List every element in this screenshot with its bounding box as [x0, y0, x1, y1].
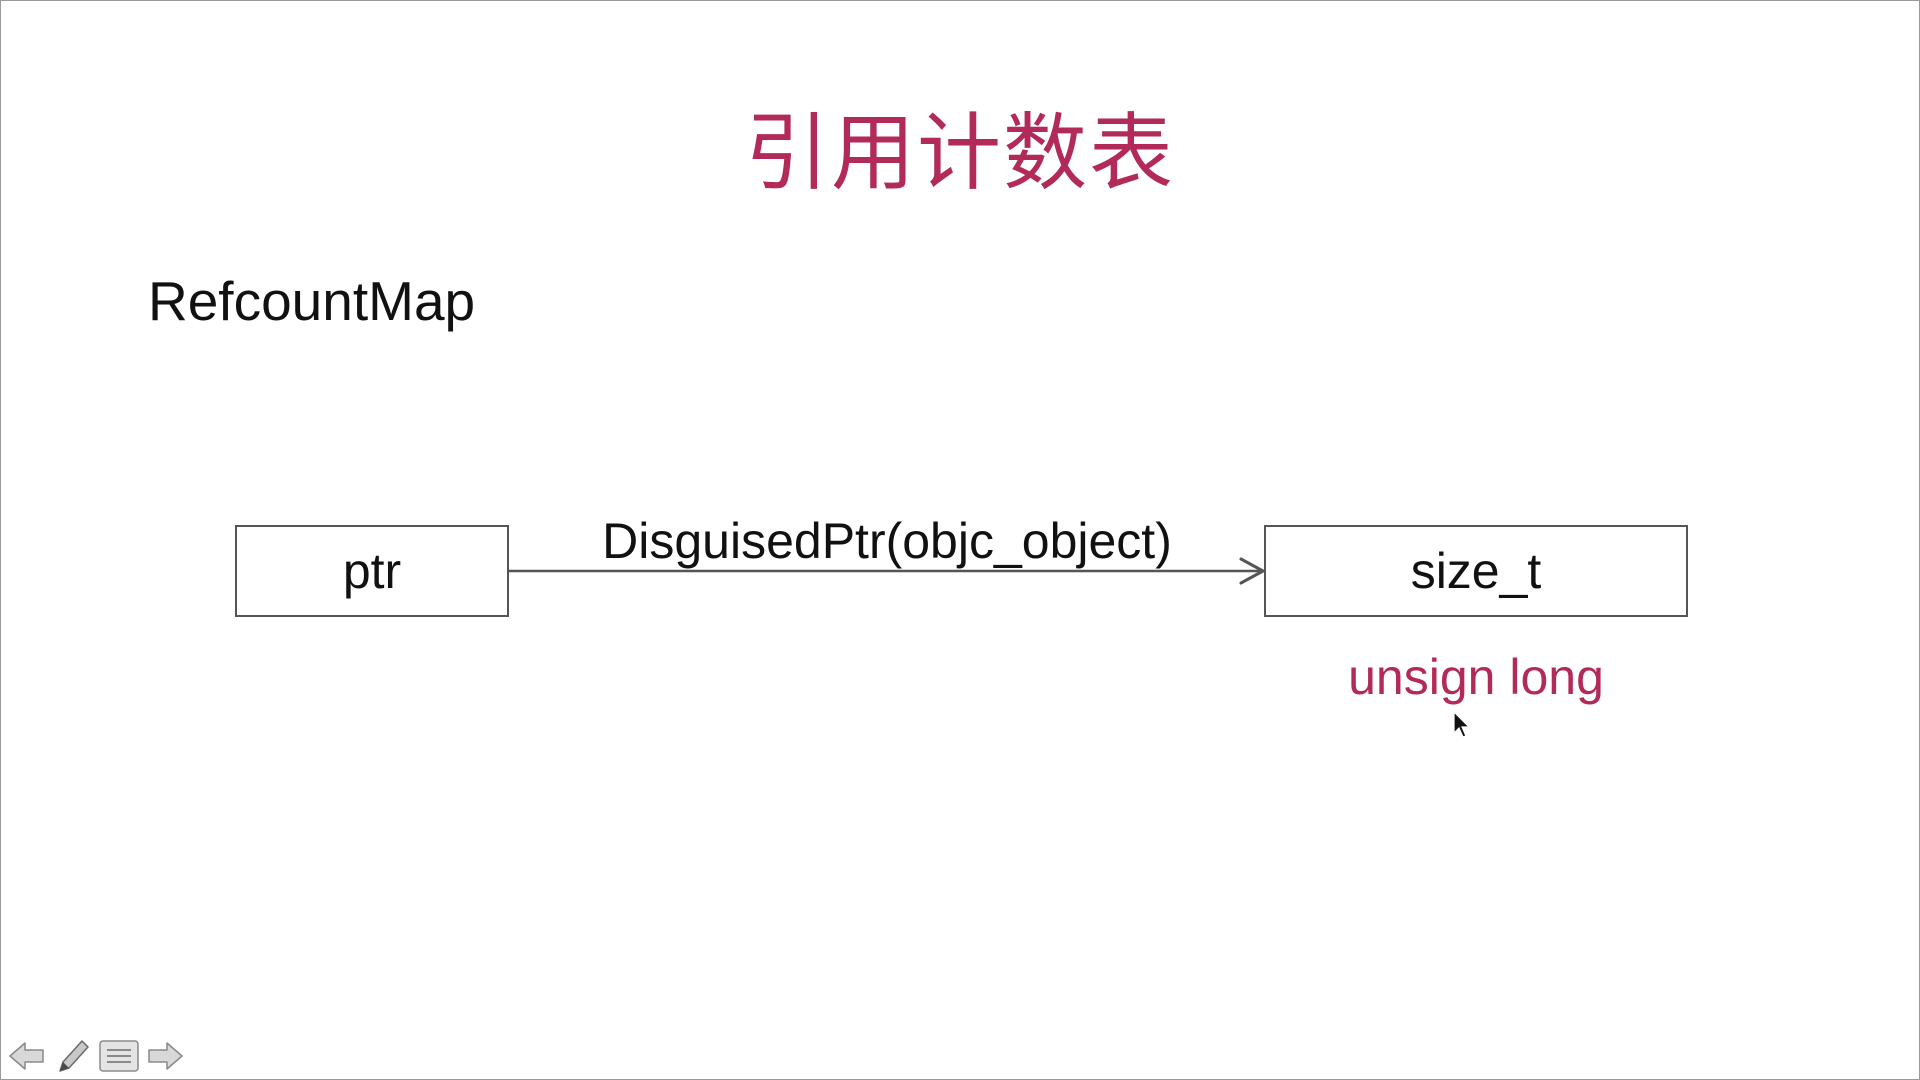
slide-title: 引用计数表 — [744, 104, 1175, 202]
slide-subtitle: RefcountMap — [148, 270, 476, 332]
size-t-box: size_t — [1264, 525, 1688, 617]
next-slide-button[interactable] — [145, 1037, 185, 1075]
menu-icon — [99, 1040, 139, 1072]
mapping-arrow — [507, 557, 1265, 585]
ptr-box: ptr — [235, 525, 509, 617]
slide-controls — [7, 1037, 185, 1075]
type-annotation: unsign long — [1348, 649, 1604, 705]
pen-icon — [59, 1040, 89, 1072]
ptr-box-label: ptr — [342, 543, 402, 599]
pen-tool-button[interactable] — [53, 1037, 93, 1075]
prev-slide-button[interactable] — [7, 1037, 47, 1075]
mouse-cursor-icon — [1453, 711, 1471, 738]
arrow-right-icon — [148, 1042, 183, 1070]
arrow-left-icon — [9, 1042, 44, 1070]
arrow-label: DisguisedPtr(objc_object) — [602, 513, 1172, 569]
size-t-box-label: size_t — [1410, 543, 1542, 599]
slide-menu-button[interactable] — [99, 1037, 139, 1075]
